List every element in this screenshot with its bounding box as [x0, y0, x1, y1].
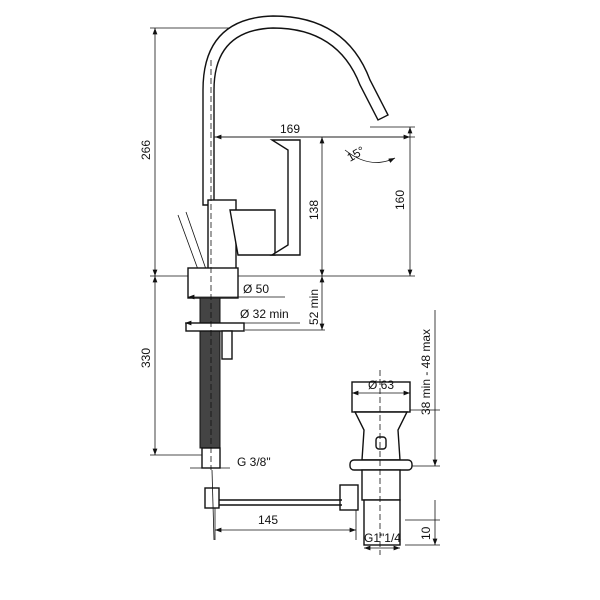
dimension-labels: 266 169 15° 160 138 Ø 50 Ø 32 min 52 min… — [139, 122, 433, 545]
total-height-label: 266 — [139, 140, 153, 160]
spout-reach-label: 169 — [280, 122, 300, 136]
deck-thickness-label: 52 min — [307, 289, 321, 325]
pop-up-waste — [204, 370, 413, 555]
drain-diameter-label: Ø 63 — [368, 378, 394, 392]
drain-tail-label: 10 — [419, 526, 433, 540]
faucet-body — [177, 15, 389, 470]
spout-height-label: 160 — [393, 190, 407, 210]
hose-length-label: 330 — [139, 348, 153, 368]
drain-thread-label: G1"1/4 — [364, 531, 401, 545]
rod-length-label: 145 — [258, 513, 278, 527]
drain-range-label: 38 min - 48 max — [419, 329, 433, 415]
hole-diameter-label: Ø 32 min — [240, 307, 289, 321]
base-diameter-label: Ø 50 — [243, 282, 269, 296]
dimension-lines — [152, 28, 438, 551]
hose-thread-label: G 3/8" — [237, 455, 271, 469]
spout-angle-label: 15° — [345, 143, 368, 164]
lever-height-label: 138 — [307, 200, 321, 220]
